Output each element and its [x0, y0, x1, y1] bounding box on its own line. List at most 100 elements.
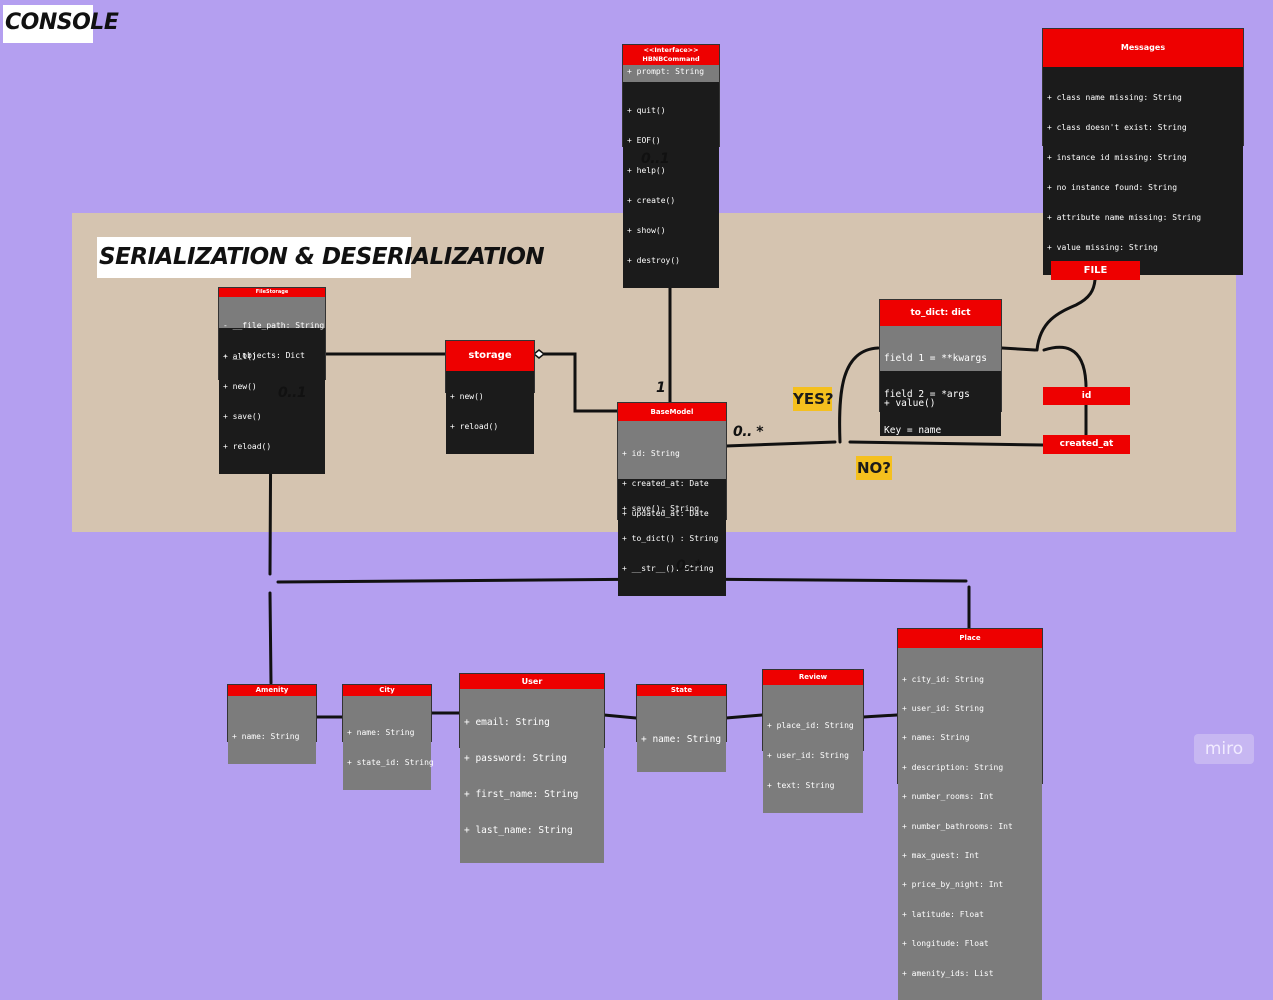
- place-class[interactable]: Place + city_id: String + user_id: Strin…: [897, 628, 1043, 1000]
- place-attribute: + longitude: Float: [902, 939, 989, 949]
- storage-method: + reload(): [450, 422, 499, 431]
- user-class-name: User: [460, 674, 604, 689]
- filestorage-class-name: FileStorage: [219, 288, 325, 297]
- messages-list: + class name missing: String + class doe…: [1043, 67, 1243, 275]
- hbnb-attribute: + prompt: String: [627, 67, 705, 76]
- to-dict-class[interactable]: to_dict: dict field 1 = **kwargs field 2…: [879, 299, 1002, 436]
- place-attribute: + name: String: [902, 733, 970, 743]
- filestorage-methods: + all() + new() + save() + reload(): [219, 328, 325, 474]
- city-class-name: City: [343, 685, 431, 696]
- messages-class[interactable]: Messages + class name missing: String + …: [1042, 28, 1244, 275]
- hbnb-command-class[interactable]: <<Interface>> HBNBCommand + prompt: Stri…: [622, 44, 720, 288]
- place-attributes: + city_id: String + user_id: String + na…: [898, 648, 1042, 1000]
- multiplicity-filestorage: 0..1: [278, 385, 307, 401]
- place-attribute: + user_id: String: [902, 703, 984, 713]
- amenity-class-name: Amenity: [228, 685, 316, 696]
- hbnb-attributes: + prompt: String: [623, 65, 719, 82]
- to-dict-fields: field 1 = **kwargs field 2 = *args Key =…: [880, 326, 1001, 436]
- basemodel-class-name: BaseModel: [618, 403, 726, 421]
- filestorage-method: + new(): [223, 382, 257, 391]
- place-attribute: + city_id: String: [902, 674, 984, 684]
- messages-title: Messages: [1043, 29, 1243, 67]
- serialization-title: SERIALIZATION & DESERIALIZATION: [97, 237, 545, 278]
- filestorage-attribute: - __file_path: String: [223, 321, 325, 330]
- miro-logo[interactable]: miro: [1194, 734, 1254, 764]
- message-item: + class name missing: String: [1047, 93, 1182, 102]
- place-attribute: + amenity_ids: List: [902, 968, 994, 978]
- hbnb-method: + show(): [627, 226, 666, 235]
- file-tag[interactable]: FILE: [1051, 261, 1140, 280]
- basemodel-attribute: + created_at: Date: [622, 479, 709, 488]
- id-tag[interactable]: id: [1043, 387, 1130, 405]
- city-attribute: + name: String: [347, 728, 415, 737]
- message-item: + attribute name missing: String: [1047, 213, 1202, 222]
- basemodel-class[interactable]: BaseModel + id: String + created_at: Dat…: [617, 402, 727, 596]
- amenity-attribute: + name: String: [232, 732, 300, 741]
- basemodel-method: + to_dict() : String: [622, 534, 719, 543]
- city-class[interactable]: City + name: String + state_id: String: [342, 684, 434, 790]
- to-dict-method: + value(): [884, 398, 936, 409]
- user-class[interactable]: User + email: String + password: String …: [459, 673, 605, 863]
- user-attribute: + email: String: [464, 717, 550, 728]
- hbnb-method: + help(): [627, 166, 666, 175]
- filestorage-attributes: - __file_path: String - __objects: Dict: [219, 297, 325, 360]
- city-attributes: + name: String + state_id: String: [343, 696, 434, 790]
- connector-lines: [268, 143, 1097, 720]
- user-attribute: + first_name: String: [464, 789, 579, 800]
- place-attribute: + number_rooms: Int: [902, 792, 994, 802]
- created-at-tag[interactable]: created_at: [1043, 435, 1130, 454]
- to-dict-field: field 1 = **kwargs: [884, 353, 987, 364]
- basemodel-attribute: + id: String: [622, 449, 680, 458]
- filestorage-attribute: - __objects: Dict: [223, 351, 305, 360]
- no-decision-label: NO?: [856, 456, 892, 480]
- hbnb-class-name: HBNBCommand: [642, 55, 700, 63]
- console-title: CONSOLE: [3, 5, 119, 43]
- review-attribute: + user_id: String: [767, 751, 849, 760]
- multiplicity-subclasses: 0..*: [676, 558, 702, 574]
- user-attribute: + password: String: [464, 753, 567, 764]
- place-attribute: + max_guest: Int: [902, 850, 980, 860]
- multiplicity-dict: 0.. *: [733, 424, 764, 440]
- to-dict-methods: + value(): [880, 371, 1001, 436]
- state-attribute: + name: String: [641, 734, 722, 745]
- basemodel-method: + __str__(): String: [622, 564, 714, 573]
- review-attributes: + place_id: String + user_id: String + t…: [763, 685, 863, 813]
- hbnb-methods: + quit() + EOF() + help() + create() + s…: [623, 82, 719, 288]
- hbnb-stereotype: <<Interface>>: [643, 46, 699, 54]
- state-class[interactable]: State + name: String: [636, 684, 727, 772]
- user-attribute: + last_name: String: [464, 825, 573, 836]
- state-attributes: + name: String: [637, 696, 726, 772]
- message-item: + no instance found: String: [1047, 183, 1178, 192]
- hbnb-method: + destroy(): [627, 256, 680, 265]
- place-attribute: + description: String: [902, 762, 1004, 772]
- place-attribute: + number_bathrooms: Int: [902, 821, 1013, 831]
- place-attribute: + latitude: Float: [902, 909, 984, 919]
- filestorage-method: + all(): [223, 352, 257, 361]
- basemodel-attributes: + id: String + created_at: Date + update…: [618, 421, 726, 518]
- filestorage-method: + save(): [223, 412, 262, 421]
- place-class-name: Place: [898, 629, 1042, 648]
- filestorage-class[interactable]: FileStorage - __file_path: String - __ob…: [218, 287, 326, 474]
- storage-methods: + new() + reload(): [446, 371, 534, 454]
- review-class[interactable]: Review + place_id: String + user_id: Str…: [762, 669, 864, 813]
- city-attribute: + state_id: String: [347, 758, 434, 767]
- place-attribute: + price_by_night: Int: [902, 880, 1004, 890]
- storage-class[interactable]: storage + new() + reload(): [445, 340, 535, 454]
- message-item: + value missing: String: [1047, 243, 1158, 252]
- review-attribute: + text: String: [767, 781, 835, 790]
- message-item: + instance id missing: String: [1047, 153, 1187, 162]
- basemodel-method: + save(): String: [622, 504, 700, 513]
- hbnb-method: + quit(): [627, 106, 666, 115]
- review-class-name: Review: [763, 670, 863, 685]
- storage-method: + new(): [450, 392, 484, 401]
- basemodel-methods: + save(): String + to_dict() : String + …: [618, 479, 726, 596]
- basemodel-attribute: + updated_at: Date: [622, 509, 709, 518]
- user-attributes: + email: String + password: String + fir…: [460, 689, 604, 863]
- hbnb-method: + create(): [627, 196, 676, 205]
- amenity-attributes: + name: String: [228, 696, 316, 764]
- state-class-name: State: [637, 685, 726, 696]
- aggregation-diamond: [532, 349, 546, 359]
- yes-decision-label: YES?: [793, 387, 834, 411]
- hbnb-method: + EOF(): [627, 136, 661, 145]
- amenity-class[interactable]: Amenity + name: String: [227, 684, 317, 764]
